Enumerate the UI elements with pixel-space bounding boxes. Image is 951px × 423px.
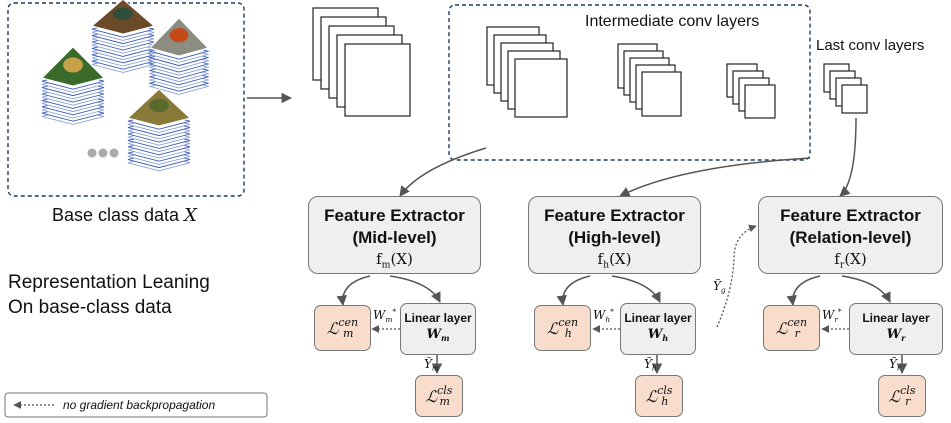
feature-extractor-relation: Feature Extractor (Relation-level) fr(X) bbox=[758, 196, 943, 274]
mid-to-linear-arrow bbox=[389, 275, 441, 303]
fe-high-level: (High-level) bbox=[568, 228, 661, 247]
representation-label-1: Representation Leaning bbox=[8, 272, 210, 293]
weight-label-mid: Wm* bbox=[373, 307, 397, 324]
linear-layer-high: Linear layer Wh bbox=[620, 303, 696, 355]
conv-stack-intermediate-3 bbox=[726, 63, 776, 119]
fe-relation-title: Feature Extractor bbox=[780, 206, 921, 225]
image-stack-bird bbox=[148, 17, 210, 95]
image-stack-animal bbox=[126, 88, 192, 172]
base-data-var: X bbox=[184, 205, 197, 226]
weight-label-relation: Wr* bbox=[822, 307, 842, 324]
conv-stack-intermediate-1 bbox=[486, 26, 568, 118]
fe-high-func: fh(X) bbox=[597, 250, 632, 271]
conv-stack-first bbox=[312, 7, 411, 117]
legend-box bbox=[4, 392, 268, 418]
relation-input-label: Ỹg bbox=[713, 279, 726, 295]
fe-mid-func: fm(X) bbox=[376, 250, 413, 271]
base-data-text: Base class data bbox=[52, 205, 180, 225]
linear-layer-mid: Linear layer Wm bbox=[400, 303, 476, 355]
weight-label-high: Wh* bbox=[593, 307, 614, 324]
fe-mid-level: (Mid-level) bbox=[352, 228, 437, 247]
linear-layer-relation: Linear layer Wr bbox=[849, 303, 943, 355]
pred-label-relation: Ỹr bbox=[889, 357, 901, 373]
image-stack-toucan bbox=[41, 46, 105, 125]
relation-to-cen-arrow bbox=[786, 275, 821, 307]
intermediate-frame bbox=[448, 4, 811, 161]
high-to-cen-arrow bbox=[556, 275, 591, 307]
high-to-linear-arrow bbox=[611, 275, 661, 303]
pred-label-mid: Ỹm bbox=[424, 357, 439, 373]
fe-relation-func: fr(X) bbox=[834, 250, 867, 271]
arrow-to-mid bbox=[399, 147, 487, 197]
conv-stack-intermediate-2 bbox=[617, 43, 682, 117]
intermediate-layers-label: Intermediate conv layers bbox=[585, 13, 760, 30]
fe-mid-title: Feature Extractor bbox=[324, 206, 465, 225]
mid-to-cen-arrow bbox=[336, 275, 371, 307]
fe-high-title: Feature Extractor bbox=[544, 206, 685, 225]
relation-to-linear-arrow bbox=[841, 275, 891, 303]
feature-extractor-high: Feature Extractor (High-level) fh(X) bbox=[528, 196, 701, 274]
image-stack-forest bbox=[90, 0, 156, 73]
base-data-label: Base class data X bbox=[52, 205, 197, 226]
legend-text: no gradient backpropagation bbox=[63, 398, 216, 412]
relation-input-dotted bbox=[716, 224, 757, 328]
feature-extractor-mid: Feature Extractor (Mid-level) fm(X) bbox=[308, 196, 481, 274]
pred-label-high: Ỹh bbox=[644, 357, 657, 373]
image-stack-1 bbox=[41, 0, 210, 172]
arrow-to-relation bbox=[839, 117, 857, 197]
fe-relation-level: (Relation-level) bbox=[789, 228, 912, 247]
conv-stack-last bbox=[823, 63, 868, 114]
last-layers-label: Last conv layers bbox=[816, 37, 925, 54]
more-dots bbox=[87, 148, 97, 158]
arrow-to-high bbox=[619, 157, 811, 197]
representation-label-2: On base-class data bbox=[8, 297, 172, 318]
